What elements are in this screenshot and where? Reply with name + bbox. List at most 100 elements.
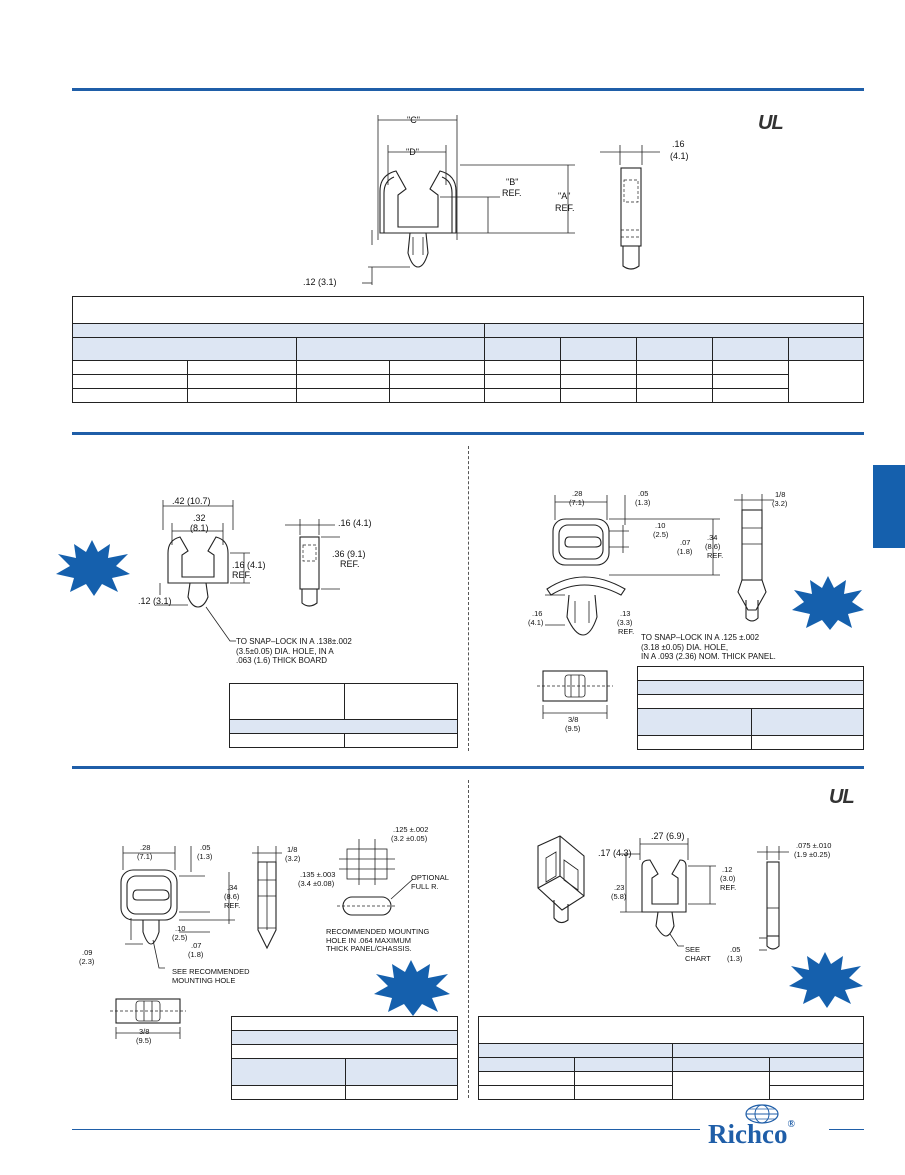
rm-dim-len: 3/8 xyxy=(568,715,579,724)
rm-dim-thick: 1/8 xyxy=(775,490,786,499)
lb-dim-width-mm: (7.1) xyxy=(137,852,153,861)
ul-mark-lower: UL xyxy=(829,786,855,808)
rb-dim-left: .17 (4.3) xyxy=(598,848,632,858)
hole-h: .135 ±.003 xyxy=(300,870,336,879)
left-mid-clip-drawing xyxy=(156,500,250,608)
lb-dim-len-mm: (9.5) xyxy=(136,1036,152,1045)
top-spec-table xyxy=(72,296,864,403)
top-clip-drawing xyxy=(362,115,575,285)
rm-note: TO SNAP–LOCK IN A .125 ±.002 (3.18 ±0.05… xyxy=(641,633,776,661)
registered-mark: ® xyxy=(787,1119,795,1130)
right-mid-spec-table xyxy=(637,666,864,750)
top-side-view xyxy=(600,145,660,270)
rm-dim-len-mm: (9.5) xyxy=(565,724,581,733)
rec-mount-note: RECOMMENDED MOUNTING HOLE IN .064 MAXIMU… xyxy=(326,927,430,953)
right-bottom-3d-view xyxy=(537,835,585,924)
lb-dim-a: .10 xyxy=(175,924,186,933)
left-mid-side-view xyxy=(285,519,340,607)
dim-thickness-top: .16 xyxy=(672,139,685,149)
section-rule-lower xyxy=(72,766,864,769)
left-bottom-burst xyxy=(374,960,450,1016)
right-mid-side-view xyxy=(734,494,774,622)
dim-thickness-top-mm: (4.1) xyxy=(670,151,689,161)
lb-dim-b: .07 xyxy=(191,941,202,950)
left-mid-burst xyxy=(56,540,130,596)
rm-dim-gap: .05 xyxy=(638,489,649,498)
lb-dim-a-mm: (2.5) xyxy=(172,933,188,942)
dim-b-ref: REF. xyxy=(502,188,522,198)
dim-b-label: "B" xyxy=(506,177,519,187)
lb-dim-thick: 1/8 xyxy=(287,845,298,854)
left-bottom-top-view xyxy=(110,998,186,1039)
footer-rule-right xyxy=(829,1129,864,1130)
lb-dim-b-mm: (1.8) xyxy=(188,950,204,959)
rb-dim-tip: .05 xyxy=(730,945,741,954)
dim-a-label: "A" xyxy=(558,191,571,201)
right-bottom-spec-table xyxy=(478,1016,864,1100)
left-bottom-clip-drawing xyxy=(120,846,235,969)
lm-leader-line xyxy=(205,606,236,642)
rm-dim-neck: .13 xyxy=(620,609,631,618)
rm-dim-height-ref: REF. xyxy=(707,551,724,560)
left-bottom-side-view xyxy=(252,846,282,950)
rm-dim-leg: .16 xyxy=(532,609,543,618)
lb-note-hole: SEE RECOMMENDED MOUNTING HOLE xyxy=(172,967,250,985)
brand-logo: Richco® xyxy=(708,1119,795,1150)
left-bottom-spec-table xyxy=(231,1016,458,1100)
lm-note: TO SNAP–LOCK IN A .138±.002 (3.5±0.05) D… xyxy=(236,637,352,665)
lb-dim-width: .28 xyxy=(140,843,151,852)
rm-dim-b: .07 xyxy=(680,538,691,547)
right-bottom-pin-view xyxy=(757,846,789,951)
rm-dim-neck-mm: (3.3) xyxy=(617,618,633,627)
lb-dim-thick-mm: (3.2) xyxy=(285,854,301,863)
rb-dim-height: .23 xyxy=(614,883,625,892)
lb-dim-height-ref: REF. xyxy=(224,901,241,910)
divider-middle xyxy=(468,446,469,751)
optional-note: OPTIONAL FULL R. xyxy=(411,873,449,891)
rm-dim-height: .34 xyxy=(707,533,718,542)
right-mid-clip-drawing xyxy=(545,495,720,636)
lm-dim-thickness: .16 (4.1) xyxy=(338,518,372,528)
lb-dim-gap-mm: (1.3) xyxy=(197,852,213,861)
lm-dim-inner: .32 xyxy=(193,513,206,523)
section-rule-top xyxy=(72,88,864,91)
globe-icon xyxy=(745,1104,779,1124)
rb-dim-top: .12 xyxy=(722,865,733,874)
rb-dim-top-mm: (3.0) xyxy=(720,874,736,883)
rm-dim-leg-mm: (4.1) xyxy=(528,618,544,627)
left-mid-spec-table xyxy=(229,683,458,748)
lm-dim-inner-mm: (8.1) xyxy=(190,523,209,533)
rb-dim-top-ref: REF. xyxy=(720,883,737,892)
rb-dim-pin: .075 ±.010 xyxy=(796,841,832,850)
lb-dim-height-mm: (8.6) xyxy=(224,892,240,901)
section-tab xyxy=(873,465,905,548)
rb-dim-height-mm: (5.8) xyxy=(611,892,627,901)
lb-dim-stem: .09 xyxy=(82,948,93,957)
rb-dim-pin-mm: (1.9 ±0.25) xyxy=(794,850,831,859)
rm-dim-width: .28 xyxy=(572,489,583,498)
section-rule-middle xyxy=(72,432,864,435)
lm-dim-side-ref: REF. xyxy=(232,570,252,580)
lm-dim-width: .42 (10.7) xyxy=(172,496,211,506)
dim-c-label: "C" xyxy=(407,115,420,125)
hole-h-mm: (3.4 ±0.08) xyxy=(298,879,335,888)
footer-rule-left xyxy=(72,1129,700,1130)
divider-lower xyxy=(468,780,469,1098)
rb-dim-width: .27 (6.9) xyxy=(651,831,685,841)
rm-dim-b-mm: (1.8) xyxy=(677,547,693,556)
lm-dim-height: .36 (9.1) xyxy=(332,549,366,559)
rm-dim-height-mm: (8.6) xyxy=(705,542,721,551)
mounting-hole-drawing xyxy=(337,839,414,916)
dim-a-ref: REF. xyxy=(555,203,575,213)
dim-d-label: "D" xyxy=(406,147,419,157)
lb-dim-gap: .05 xyxy=(200,843,211,852)
lm-dim-stem: .12 (3.1) xyxy=(138,596,172,606)
rb-dim-tip-mm: (1.3) xyxy=(727,954,743,963)
right-bottom-clip-drawing xyxy=(620,838,716,947)
rb-see-chart: SEE CHART xyxy=(685,945,711,963)
rm-dim-neck-ref: REF. xyxy=(618,627,635,636)
ul-mark-top: UL xyxy=(758,112,784,134)
lm-dim-side: .16 (4.1) xyxy=(232,560,266,570)
dim-stem-top: .12 (3.1) xyxy=(303,277,337,287)
right-mid-burst xyxy=(792,576,864,630)
